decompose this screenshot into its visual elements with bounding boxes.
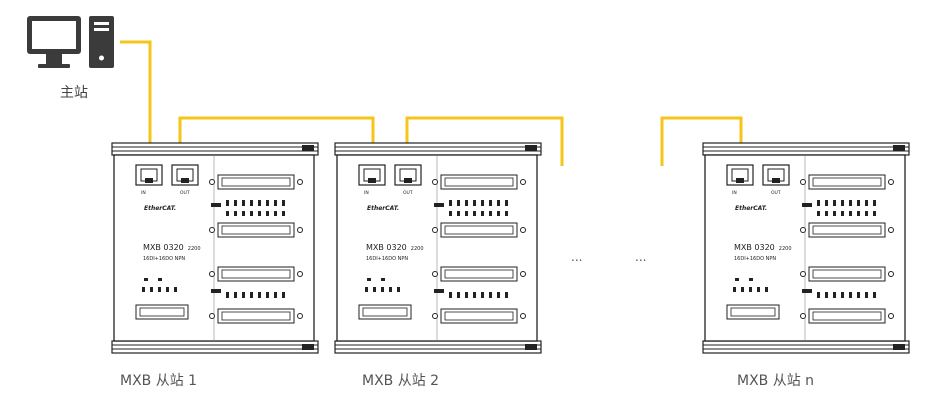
master-label: 主站 [60, 85, 88, 101]
slave-label-2: MXB 从站 2 [362, 373, 440, 389]
cable-master-to-slave1 [120, 40, 152, 166]
ethercat-cables [120, 40, 743, 166]
slave2-desc: 16DI+16DO NPN [366, 256, 408, 262]
ellipsis-2: ... [635, 250, 647, 264]
slave-label-1: MXB 从站 1 [120, 373, 198, 389]
slave-label-n: MXB 从站 n [737, 373, 815, 389]
cable-slave1-to-slave2 [178, 116, 375, 166]
cable-slave2-out [405, 116, 564, 166]
ellipsis-1: ... [571, 250, 583, 264]
slave1-desc: 16DI+16DO NPN [143, 256, 185, 262]
cable-to-slaven [660, 116, 743, 166]
slaven-desc: 16DI+16DO NPN [734, 256, 776, 262]
computer-icon [27, 16, 114, 68]
